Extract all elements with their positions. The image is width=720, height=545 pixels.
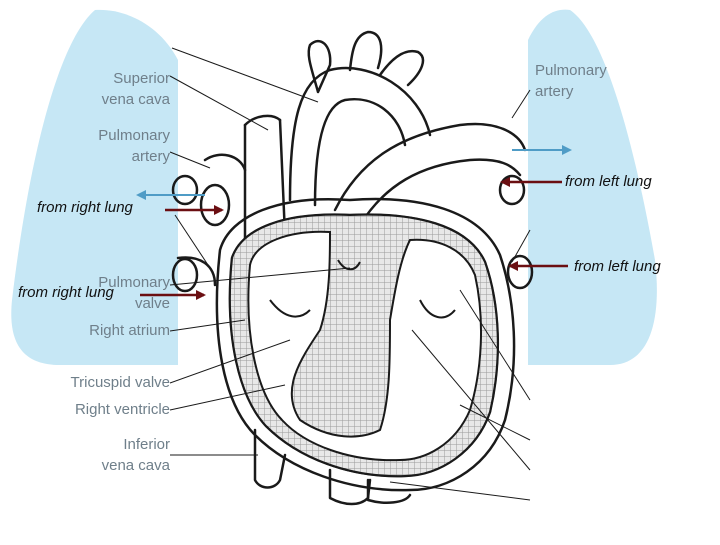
flow-from-right-lung-2: from right lung [18, 284, 114, 301]
heart-outer-wall [215, 197, 516, 492]
aortic-arch [288, 66, 432, 202]
right-lung [11, 9, 179, 366]
flow-from-right-lung-1: from right lung [37, 199, 133, 216]
label-pulmonary-artery-top: Pulmonary artery [535, 60, 655, 102]
left-pulmonary-vein-upper [498, 174, 526, 206]
arch-branch-2 [348, 30, 383, 72]
label-pulmonary-artery-left: Pulmonary artery [60, 125, 170, 167]
label-line: Pulmonary [535, 62, 607, 79]
flow-arrows [136, 145, 572, 300]
superior-vena-cava [243, 118, 287, 242]
label-right-ventricle: Right ventricle [74, 401, 170, 418]
inferior-vena-cava [253, 428, 287, 489]
flow-from-left-lung-2: from left lung [574, 258, 661, 275]
left-pulmonary-vein-lower [506, 254, 534, 290]
arch-branch-3 [378, 49, 425, 87]
label-line: artery [131, 148, 170, 165]
label-right-atrium: Right atrium [89, 322, 170, 339]
pulmonary-trunk [333, 122, 527, 212]
label-pulmonary-valve: Pulmonary valve [60, 272, 170, 314]
right-pulmonary-artery [203, 153, 247, 172]
label-line: Inferior [123, 436, 170, 453]
label-inferior-vena-cava: Inferior vena cava [60, 434, 170, 476]
label-superior-vena-cava: Superior vena cava [60, 68, 170, 110]
label-line: Pulmonary [98, 127, 170, 144]
label-line: Superior [113, 70, 170, 87]
label-line: artery [535, 83, 574, 100]
label-line: Pulmonary [98, 274, 170, 291]
myocardium [229, 213, 499, 478]
left-lung [528, 9, 657, 365]
label-line: vena cava [101, 91, 170, 108]
label-tricuspid-valve: Tricuspid valve [70, 374, 170, 391]
flow-from-left-lung-1: from left lung [565, 173, 652, 190]
label-line: vena cava [101, 457, 170, 474]
label-line: valve [134, 295, 170, 312]
arch-branch-1 [307, 39, 332, 94]
